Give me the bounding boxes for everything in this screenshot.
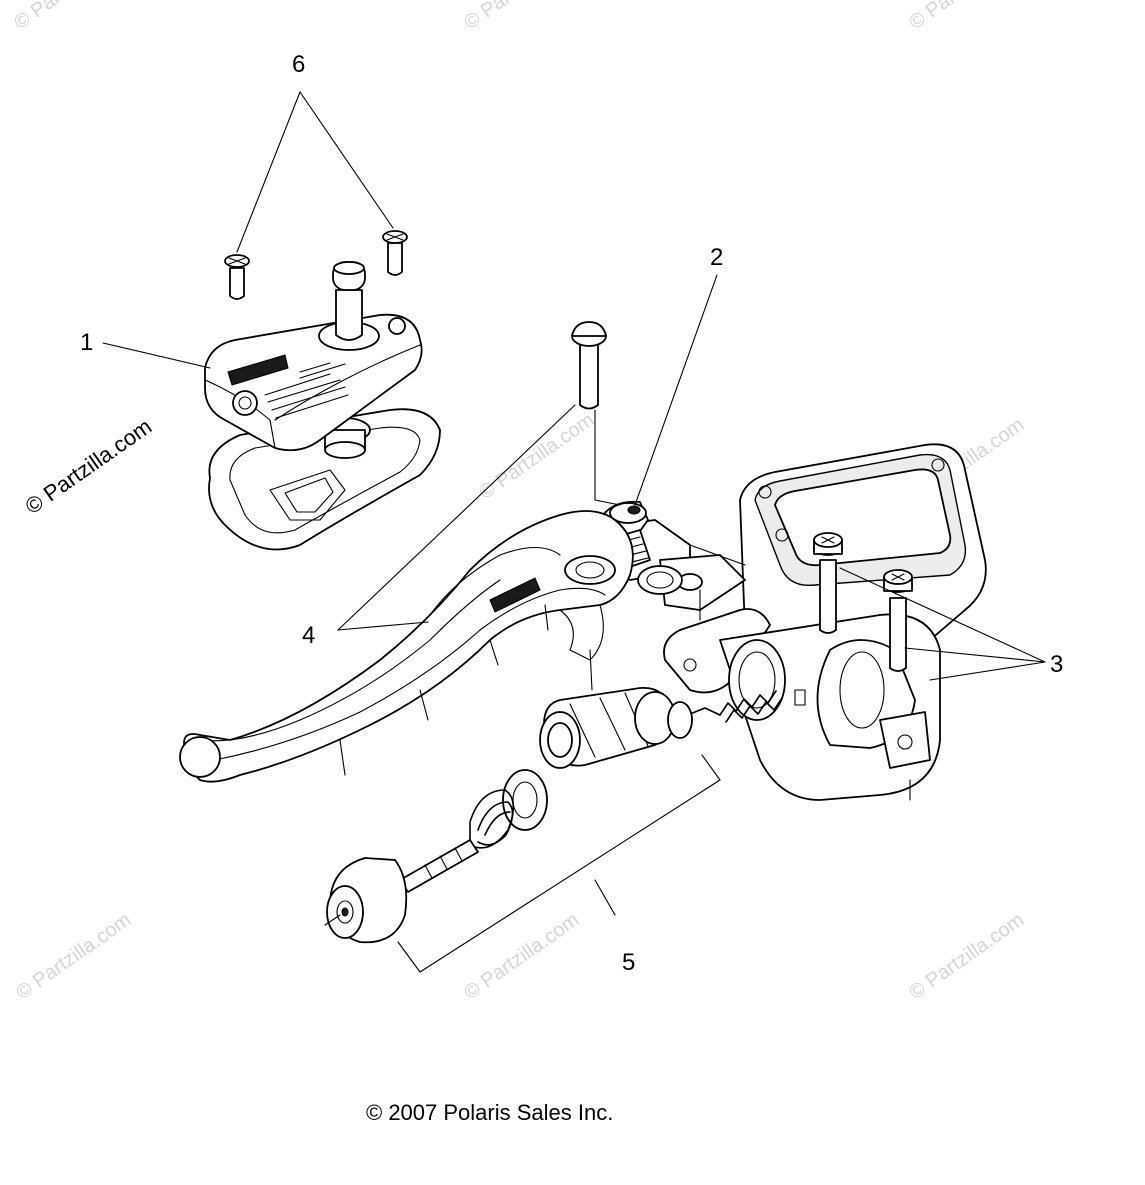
reservoir-cap	[204, 261, 423, 452]
callout-5: 5	[622, 949, 635, 976]
watermark-bottom-left: © Partzilla.com	[12, 909, 135, 1004]
brake-lever	[179, 510, 634, 783]
leader-1	[102, 342, 211, 369]
leader-3c	[929, 661, 1046, 681]
piston	[539, 687, 693, 769]
retaining-washer	[502, 769, 548, 831]
callout-2: 2	[710, 244, 723, 271]
leader-2	[634, 274, 718, 506]
watermark-center: © Partzilla.com	[475, 409, 598, 504]
leader-6a	[236, 91, 301, 253]
leader-4b	[337, 621, 429, 631]
screw-left	[224, 254, 250, 300]
leader-3a	[839, 567, 1046, 663]
callout-4: 4	[302, 622, 315, 649]
clamp-bolt-lower	[883, 569, 913, 672]
watermark-primary: © Partzilla.com	[21, 414, 157, 520]
watermark-bottom-right: © Partzilla.com	[905, 909, 1028, 1004]
watermark-top-right: © Partzilla.com	[905, 0, 1028, 34]
leader-3b	[904, 647, 1046, 663]
watermark-top-left: © Partzilla.com	[10, 0, 133, 34]
boot-spring	[469, 789, 515, 849]
leader-5	[419, 779, 721, 973]
leader-6b	[299, 91, 394, 229]
callout-3: 3	[1050, 651, 1063, 678]
push-rod	[399, 839, 479, 893]
copyright-text: © 2007 Polaris Sales Inc.	[366, 1100, 613, 1125]
pivot-pin	[571, 321, 607, 410]
clamp-bolt-upper	[813, 532, 843, 634]
callout-1: 1	[80, 329, 93, 356]
callout-6: 6	[292, 51, 305, 78]
watermark-top-mid: © Partzilla.com	[460, 0, 583, 34]
dust-boot	[326, 857, 408, 944]
watermark-bottom-mid: © Partzilla.com	[460, 909, 583, 1004]
leader-lines	[102, 91, 1046, 973]
leader-4a	[337, 404, 576, 631]
screw-right	[382, 230, 408, 276]
